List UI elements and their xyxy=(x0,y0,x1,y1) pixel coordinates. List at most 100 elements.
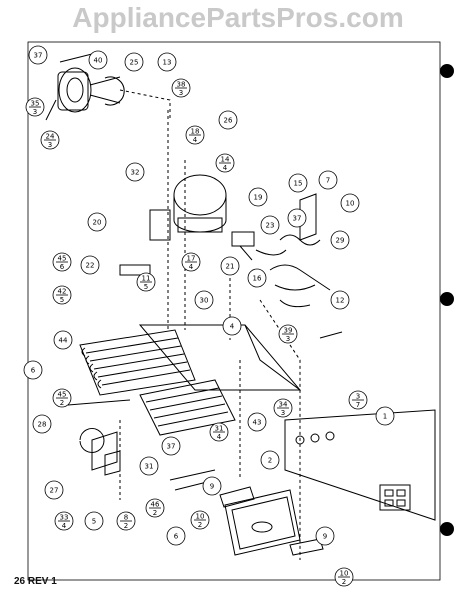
callout-number: 16 xyxy=(253,275,262,283)
callout-c5: 5 xyxy=(84,511,104,531)
callout-number: 3 xyxy=(356,393,360,401)
callout-number: 37 xyxy=(34,52,43,60)
callout-number: 23 xyxy=(266,222,275,230)
callout-number: 42 xyxy=(58,288,67,296)
callout-quantity: 2 xyxy=(60,399,64,407)
callout-quantity: 3 xyxy=(179,89,183,97)
callout-number: 25 xyxy=(130,59,139,67)
callout-c31b: 314 xyxy=(209,422,229,442)
callout-c25: 25 xyxy=(124,52,144,72)
callout-c1: 1 xyxy=(375,406,395,426)
callout-c16: 16 xyxy=(247,268,267,288)
binder-hole-middle xyxy=(440,292,454,306)
callout-c30: 30 xyxy=(194,290,214,310)
callout-number: 10 xyxy=(346,200,355,208)
callout-number: 21 xyxy=(226,263,235,271)
callout-number: 13 xyxy=(163,59,172,67)
condenser-coil xyxy=(79,329,196,396)
watermark-text: AppliancePartsPros.com xyxy=(72,2,404,33)
callout-c42: 425 xyxy=(52,285,72,305)
callout-number: 22 xyxy=(86,262,95,270)
callout-c21: 21 xyxy=(220,256,240,276)
callout-quantity: 2 xyxy=(342,578,346,586)
callout-number: 33 xyxy=(60,514,69,522)
callout-c8: 82 xyxy=(116,511,136,531)
callout-number: 10 xyxy=(196,513,205,521)
callout-c26: 26 xyxy=(218,110,238,130)
drain-pan xyxy=(224,489,301,556)
callout-quantity: 4 xyxy=(189,263,194,271)
callout-c19: 19 xyxy=(248,187,268,207)
callout-number: 1 xyxy=(383,413,387,421)
callout-c45a: 456 xyxy=(52,252,72,272)
callout-number: 31 xyxy=(145,463,154,471)
callout-c23: 23 xyxy=(260,215,280,235)
callout-c10c: 102 xyxy=(334,567,354,587)
callout-number: 9 xyxy=(210,483,214,491)
callout-c14: 144 xyxy=(215,153,235,173)
callout-quantity: 3 xyxy=(281,409,285,417)
callout-c29: 29 xyxy=(330,230,350,250)
callout-number: 44 xyxy=(59,337,68,345)
callout-number: 30 xyxy=(200,297,209,305)
control-panel xyxy=(284,409,436,521)
callout-c35: 353 xyxy=(25,97,45,117)
callout-number: 28 xyxy=(38,421,47,429)
callout-c32: 32 xyxy=(125,162,145,182)
callout-c7: 7 xyxy=(318,170,338,190)
callout-c45b: 452 xyxy=(52,388,72,408)
callout-c2: 2 xyxy=(260,450,280,470)
callout-number: 19 xyxy=(254,194,263,202)
compressor xyxy=(173,174,227,233)
callout-number: 37 xyxy=(167,443,176,451)
callout-number: 31 xyxy=(215,425,224,433)
callout-quantity: 3 xyxy=(48,141,52,149)
callout-number: 32 xyxy=(131,169,140,177)
callout-number: 45 xyxy=(58,255,67,263)
callout-quantity: 3 xyxy=(33,108,37,116)
binder-hole-top xyxy=(440,64,454,78)
callout-number: 20 xyxy=(93,219,102,227)
callout-number: 34 xyxy=(279,401,288,409)
revision-label: 26 REV 1 xyxy=(14,576,57,587)
callout-number: 6 xyxy=(31,367,36,375)
callout-quantity: 2 xyxy=(153,509,157,517)
callout-number: 40 xyxy=(94,57,103,65)
callout-quantity: 7 xyxy=(356,401,360,409)
callout-quantity: 2 xyxy=(198,521,202,529)
callout-number: 17 xyxy=(187,255,196,263)
callout-c15: 15 xyxy=(288,173,308,193)
callout-c28: 28 xyxy=(32,414,52,434)
callout-c33: 334 xyxy=(54,511,74,531)
callout-number: 27 xyxy=(50,487,59,495)
binder-hole-bottom xyxy=(440,522,454,536)
callout-c6b: 6 xyxy=(166,526,186,546)
callout-number: 38 xyxy=(177,81,186,89)
callout-c38: 383 xyxy=(171,78,191,98)
callout-number: 4 xyxy=(230,323,235,331)
callout-number: 5 xyxy=(92,518,96,526)
evaporator-coil xyxy=(139,379,236,436)
callout-quantity: 4 xyxy=(62,522,67,530)
callout-c10a: 10 xyxy=(340,193,360,213)
callout-quantity: 4 xyxy=(223,164,228,172)
callout-quantity: 4 xyxy=(193,136,198,144)
callout-number: 9 xyxy=(323,533,327,541)
callout-number: 7 xyxy=(326,177,330,185)
callout-c20: 20 xyxy=(87,212,107,232)
callout-number: 37 xyxy=(293,215,302,223)
callout-c3: 37 xyxy=(348,390,368,410)
callout-number: 26 xyxy=(224,117,233,125)
callout-c46: 462 xyxy=(145,498,165,518)
callout-c6a: 6 xyxy=(23,360,43,380)
callout-c18: 184 xyxy=(185,125,205,145)
callout-number: 35 xyxy=(31,100,40,108)
callout-number: 11 xyxy=(142,275,151,283)
callout-c37a: 37 xyxy=(28,45,48,65)
callout-c44: 44 xyxy=(53,330,73,350)
callout-quantity: 5 xyxy=(60,296,64,304)
fan-motor-assembly xyxy=(45,51,171,121)
callout-c34: 343 xyxy=(273,398,293,418)
callout-quantity: 5 xyxy=(144,283,148,291)
